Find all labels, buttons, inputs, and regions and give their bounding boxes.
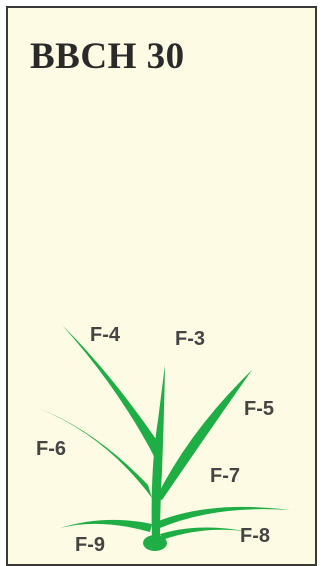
leaf-label-f9: F-9 bbox=[75, 534, 105, 556]
leaf-f9 bbox=[60, 519, 152, 532]
leaf-label-f8: F-8 bbox=[240, 525, 270, 547]
leaf-label-f5: F-5 bbox=[244, 398, 274, 420]
leaf-label-f4: F-4 bbox=[90, 324, 121, 346]
stage-title: BBCH 30 bbox=[30, 36, 185, 77]
plant-stem bbox=[151, 365, 165, 540]
leaf-label-f3: F-3 bbox=[175, 328, 205, 350]
leaf-f7 bbox=[156, 506, 290, 528]
leaf-f8 bbox=[160, 527, 250, 540]
leaf-f5 bbox=[156, 370, 252, 500]
plant-base bbox=[143, 535, 167, 551]
leaf-label-f6: F-6 bbox=[36, 438, 66, 460]
leaf-label-f7: F-7 bbox=[210, 465, 240, 487]
leaf-f4 bbox=[62, 325, 160, 460]
